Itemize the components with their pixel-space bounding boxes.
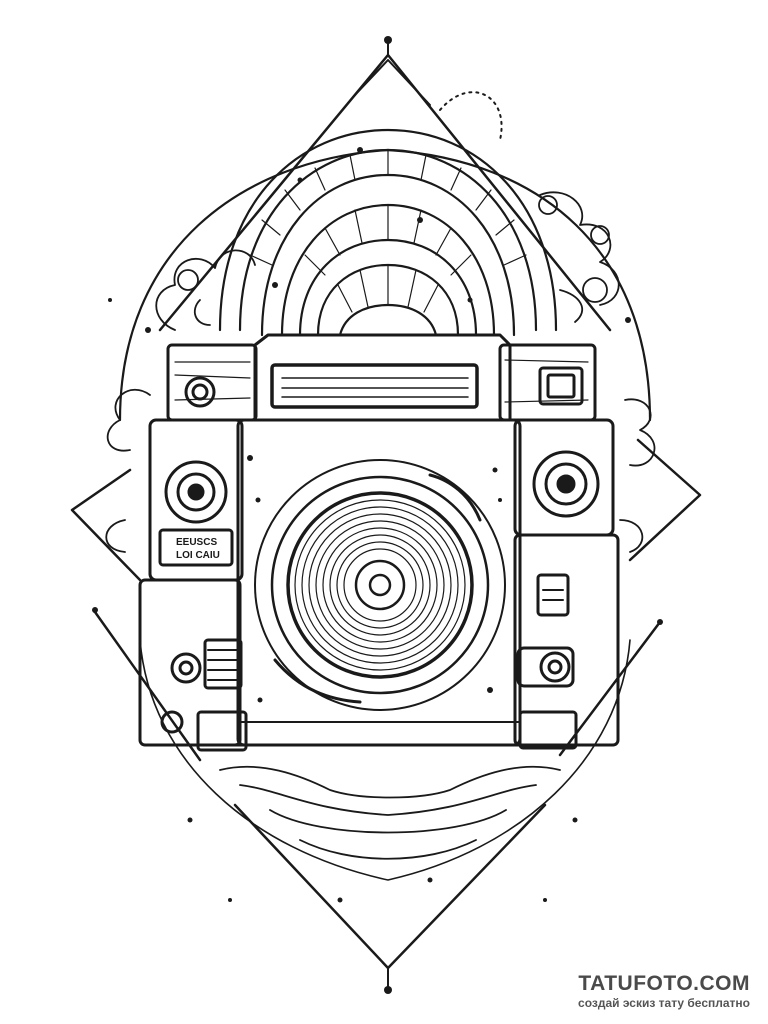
camera-left-knob <box>170 652 202 684</box>
camera-label-text: EEUSCS LOI CAIU <box>176 537 220 561</box>
camera-lens <box>286 491 474 679</box>
camera-label-line-1: EEUSCS <box>176 537 217 548</box>
dotted-orbit <box>439 91 503 141</box>
watermark-site: TATUFOTO.COM <box>578 972 750 995</box>
camera-grip-ridges <box>203 638 243 690</box>
camera-right-button <box>516 646 575 688</box>
sunburst-rays <box>249 149 527 313</box>
watermark-tagline: создай эскиз тату бесплатно <box>578 996 750 1010</box>
camera-right-speaker <box>532 450 600 518</box>
camera-lens-center <box>354 559 406 611</box>
camera-left-speaker <box>164 460 228 524</box>
camera-left-dial <box>184 376 216 408</box>
camera <box>138 333 620 752</box>
camera-flash-window <box>538 366 584 406</box>
camera-label-plate <box>158 528 234 567</box>
camera-lens-outer-ring <box>254 459 506 711</box>
geometric-frame <box>70 39 702 991</box>
cloud-swirls <box>105 191 656 860</box>
camera-viewfinder-window <box>270 363 479 409</box>
watermark: TATUFOTO.COM создай эскиз тату бесплатно <box>578 972 750 1010</box>
camera-label-line-2: LOI CAIU <box>176 550 220 561</box>
camera-right-switch <box>536 573 570 617</box>
